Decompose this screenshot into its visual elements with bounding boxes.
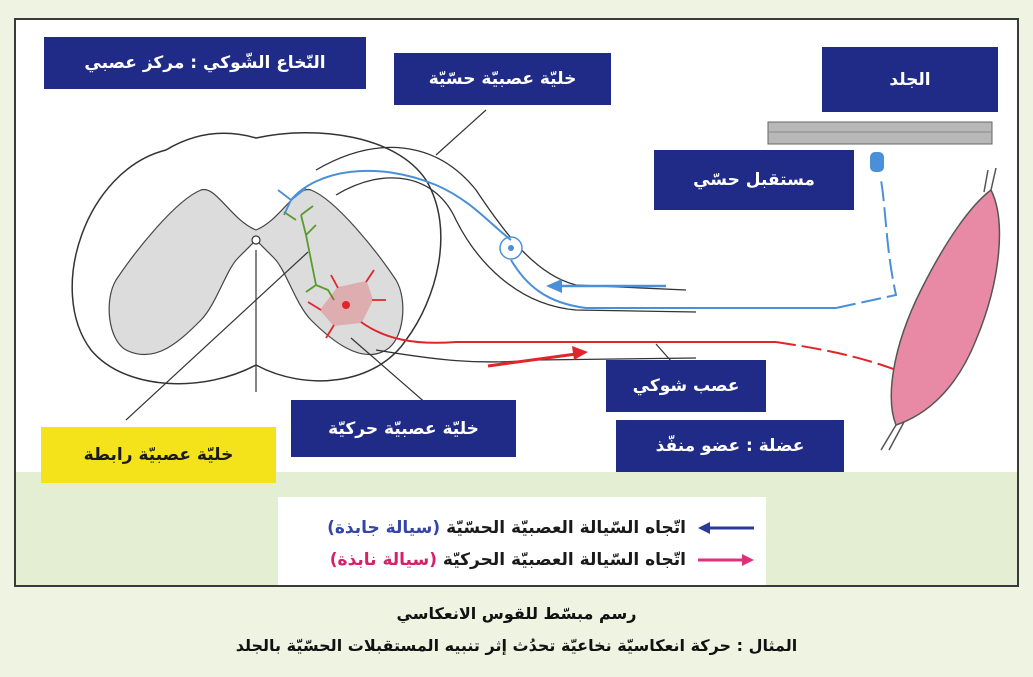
- motor-fiber-dashed: [776, 342, 896, 370]
- label-interneuron: خليّة عصبيّة رابطة: [41, 427, 276, 483]
- central-canal: [252, 236, 260, 244]
- label-sensory-neuron: خليّة عصبيّة حسّيّة: [394, 53, 611, 105]
- label-motor-neuron: خليّة عصبيّة حركيّة: [291, 400, 516, 457]
- caption-example: المثال : حركة انعكاسيّة نخاعيّة تحدُث إث…: [0, 636, 1033, 655]
- legend-motor-arrow: [696, 552, 756, 568]
- pointer-sensory: [436, 110, 486, 155]
- legend-row-motor: اتّجاه السّيالة العصبيّة الحركيّة (سيالة…: [278, 545, 766, 575]
- diagram-frame: النّخاع الشّوكي : مركز عصبي خليّة عصبيّة…: [14, 18, 1019, 587]
- legend-box: اتّجاه السّيالة العصبيّة الحسّيّة (سيالة…: [278, 497, 766, 587]
- sensory-receptor-icon: [870, 152, 884, 172]
- label-spinal-cord: النّخاع الشّوكي : مركز عصبي: [44, 37, 366, 89]
- caption-title: رسم مبسّط للقوس الانعكاسي: [0, 604, 1033, 623]
- label-skin: الجلد: [822, 47, 998, 112]
- skin-layer: [768, 122, 992, 144]
- legend-row-sensory: اتّجاه السّيالة العصبيّة الحسّيّة (سيالة…: [278, 513, 766, 543]
- label-sensory-receptor: مستقبل حسّي: [654, 150, 854, 210]
- label-effector: عضلة : عضو منفّذ: [616, 420, 844, 472]
- muscle-shape: [891, 190, 999, 425]
- legend-sensory-arrow: [696, 520, 756, 536]
- label-spinal-nerve: عصب شوكي: [606, 360, 766, 412]
- legend-sensory-label: اتّجاه السّيالة العصبيّة الحسّيّة (سيالة…: [327, 518, 686, 538]
- motor-axon-path: [361, 322, 776, 343]
- legend-motor-label: اتّجاه السّيالة العصبيّة الحركيّة (سيالة…: [330, 550, 686, 570]
